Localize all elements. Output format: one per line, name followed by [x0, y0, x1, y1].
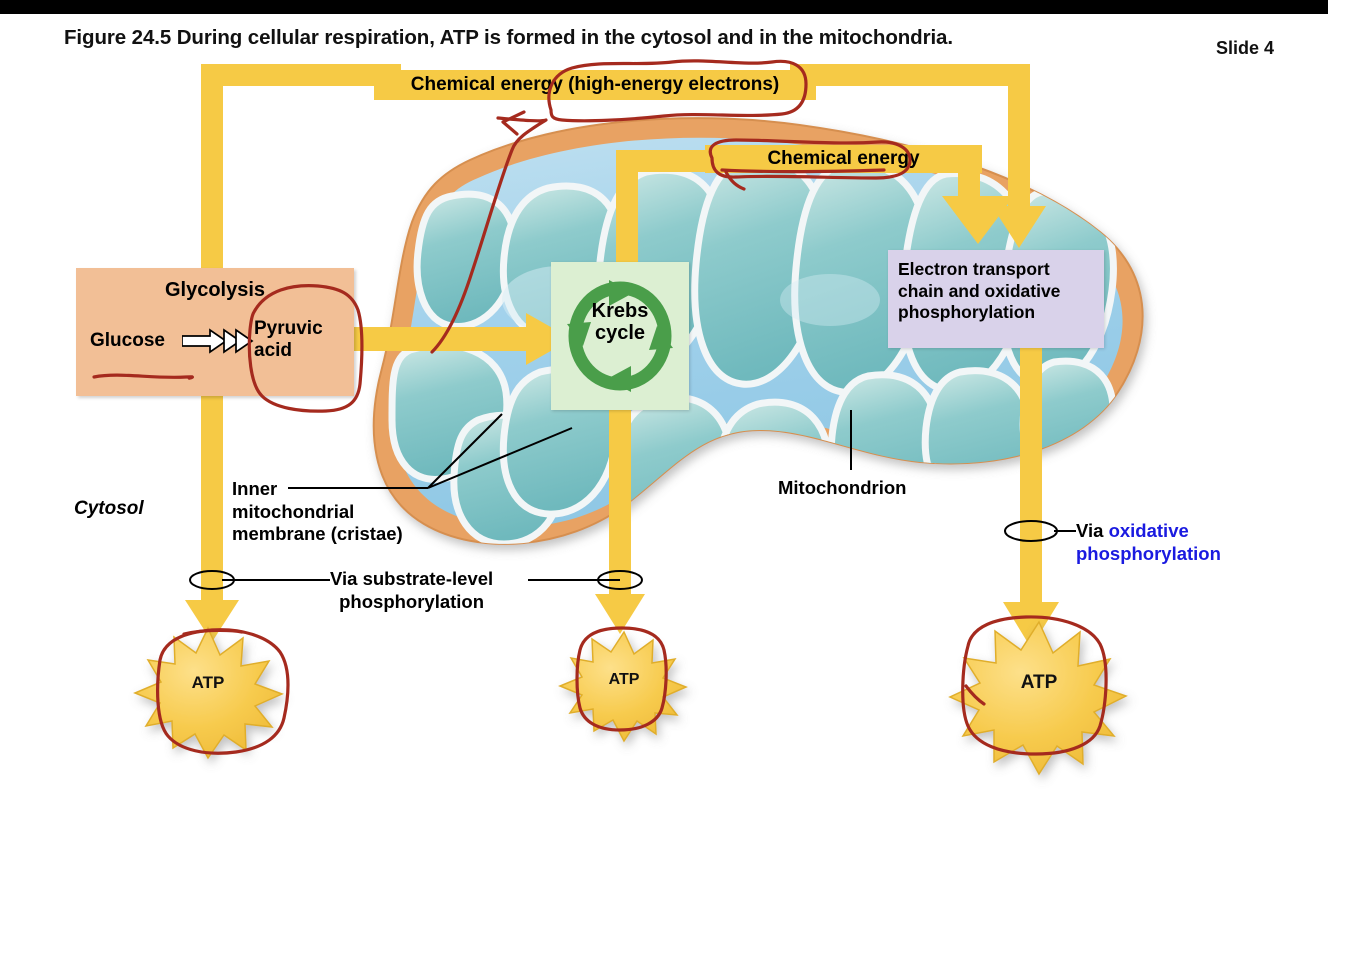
- krebs-cycle-label: Krebs cycle: [591, 300, 649, 345]
- atp-label-middle: ATP: [608, 671, 640, 688]
- ellipse-marker-right: [1004, 520, 1058, 542]
- electron-transport-chain-box: Electron transport chain and oxidative p…: [888, 250, 1104, 348]
- figure-title: Figure 24.5 During cellular respiration,…: [64, 26, 953, 49]
- krebs-cycle-box: Krebs cycle: [551, 262, 689, 410]
- electron-transport-chain-label: Electron transport chain and oxidative p…: [898, 259, 1061, 323]
- atp-burst-right: [948, 620, 1128, 776]
- krebs-cycle-arrow-icon: [567, 280, 673, 392]
- glycolysis-box: Glycolysis Glucose Pyruvic acid: [76, 268, 354, 396]
- slide-number: Slide 4: [1216, 38, 1275, 58]
- triple-arrow-icon: [182, 328, 254, 354]
- pyruvic-acid-label: Pyruvic acid: [254, 318, 323, 361]
- ellipse-marker-middle: [597, 570, 643, 590]
- inner-mitochondrial-membrane-label: Inner mitochondrial membrane (cristae): [232, 478, 403, 545]
- banner-high-energy-electrons: Chemical energy (high-energy electrons): [374, 70, 816, 100]
- atp-label-left: ATP: [191, 673, 225, 692]
- oxidative-phosphorylation-text: oxidative phosphorylation: [1076, 520, 1221, 564]
- mitochondrion-label: Mitochondrion: [778, 477, 907, 498]
- glycolysis-title: Glycolysis: [164, 279, 266, 301]
- ellipse-marker-left: [189, 570, 235, 590]
- glucose-label: Glucose: [90, 330, 165, 351]
- oxidative-phosphorylation-label: Via oxidative phosphorylation: [1076, 520, 1221, 565]
- top-black-bar: [0, 0, 1328, 14]
- substrate-level-phosphorylation-label: Via substrate-level phosphorylation: [330, 568, 494, 612]
- cytosol-label: Cytosol: [74, 498, 144, 519]
- atp-burst-left: [133, 626, 284, 760]
- atp-label-right: ATP: [1020, 672, 1058, 693]
- via-text: Via: [1076, 520, 1109, 541]
- banner-chemical-energy: Chemical energy: [705, 145, 982, 173]
